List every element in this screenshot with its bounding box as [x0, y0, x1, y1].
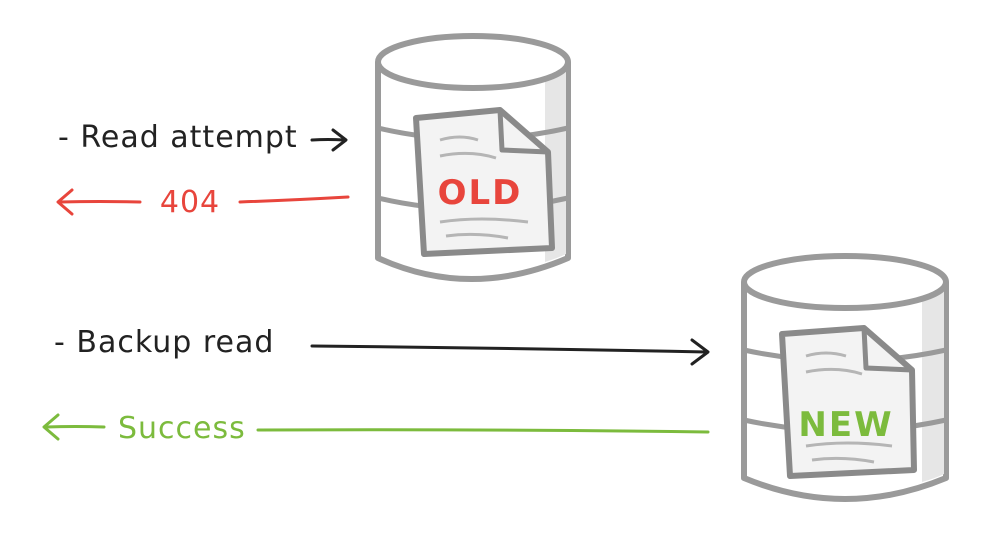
backup-read-arrow-icon: [310, 338, 710, 366]
old-document-icon: [413, 107, 555, 257]
not-found-label: 404: [160, 185, 220, 220]
not-found-arrow-icon: [56, 188, 350, 216]
read-attempt-label: - Read attempt: [58, 120, 298, 155]
read-attempt-arrow-icon: [310, 128, 348, 152]
new-stamp-label: NEW: [798, 405, 893, 445]
old-database: OLD: [375, 33, 571, 282]
read-attempt-flow: - Read attempt: [58, 120, 348, 155]
new-document-icon: [779, 325, 917, 479]
success-label: Success: [118, 411, 246, 446]
old-stamp-label: OLD: [438, 173, 523, 213]
success-flow: Success: [42, 411, 710, 446]
success-arrow-icon: [42, 413, 710, 441]
backup-read-label: - Backup read: [54, 325, 274, 360]
new-database: NEW: [741, 253, 949, 502]
backup-read-flow: - Backup read: [54, 325, 710, 366]
not-found-flow: 404: [56, 185, 350, 220]
